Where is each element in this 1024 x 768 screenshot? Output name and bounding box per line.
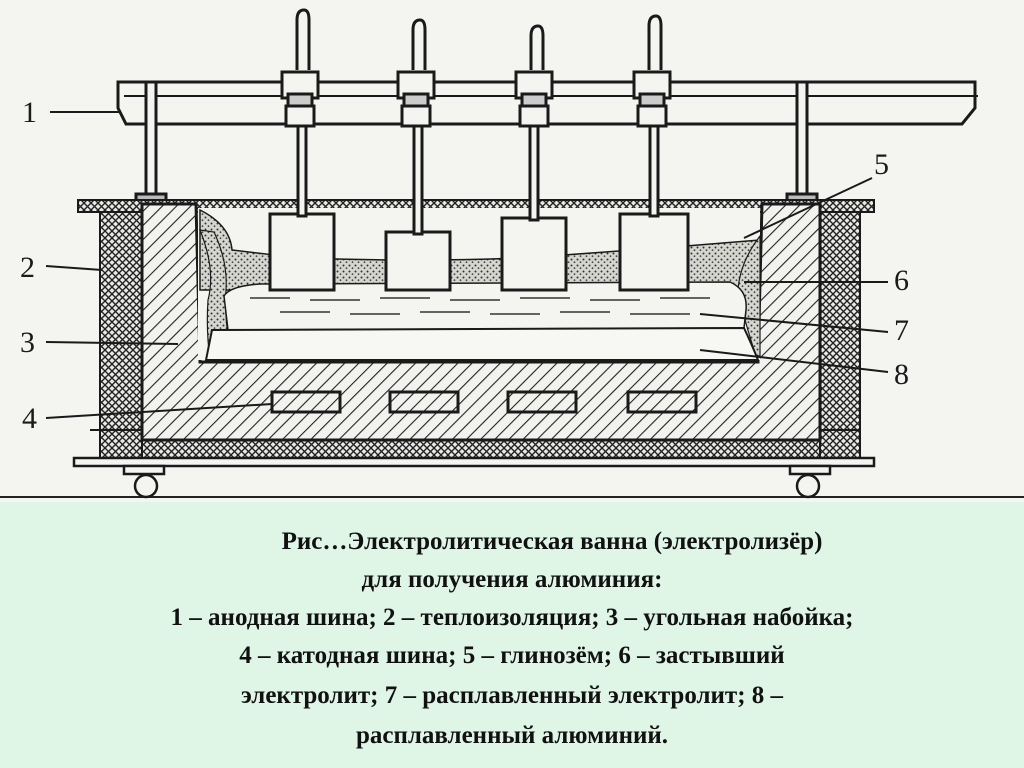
label-6: 6 (894, 264, 909, 297)
label-4: 4 (22, 402, 37, 435)
cell-feet (122, 464, 832, 499)
label-5: 5 (874, 148, 889, 181)
caption-line-2: для получения алюминия: (361, 566, 663, 593)
caption-line-1: Рис…Электролитическая ванна (электролизё… (281, 528, 823, 555)
figure-caption: Рис…Электролитическая ванна (электролизё… (0, 502, 1024, 768)
label-3: 3 (20, 326, 35, 359)
label-1: 1 (22, 96, 37, 129)
anode-clamps (280, 8, 672, 128)
leader-lines (45, 111, 889, 419)
anodes (268, 118, 690, 292)
carbon-lining (140, 202, 822, 442)
label-8: 8 (894, 358, 909, 391)
caption-line-6: расплавленный алюминий. (355, 722, 669, 749)
label-2: 2 (20, 251, 35, 284)
electrolyzer-drawing (0, 8, 1024, 499)
label-7: 7 (894, 314, 909, 347)
diagram-figure: 1 2 3 4 5 6 7 8 (0, 0, 1024, 502)
caption-line-5: электролит; 7 – расплавленный электролит… (240, 682, 784, 709)
caption-line-3: 1 – анодная шина; 2 – теплоизоляция; 3 –… (170, 604, 854, 631)
cathode-bars (270, 390, 698, 414)
caption-line-4: 4 – катодная шина; 5 – глинозём; 6 – зас… (239, 642, 785, 669)
